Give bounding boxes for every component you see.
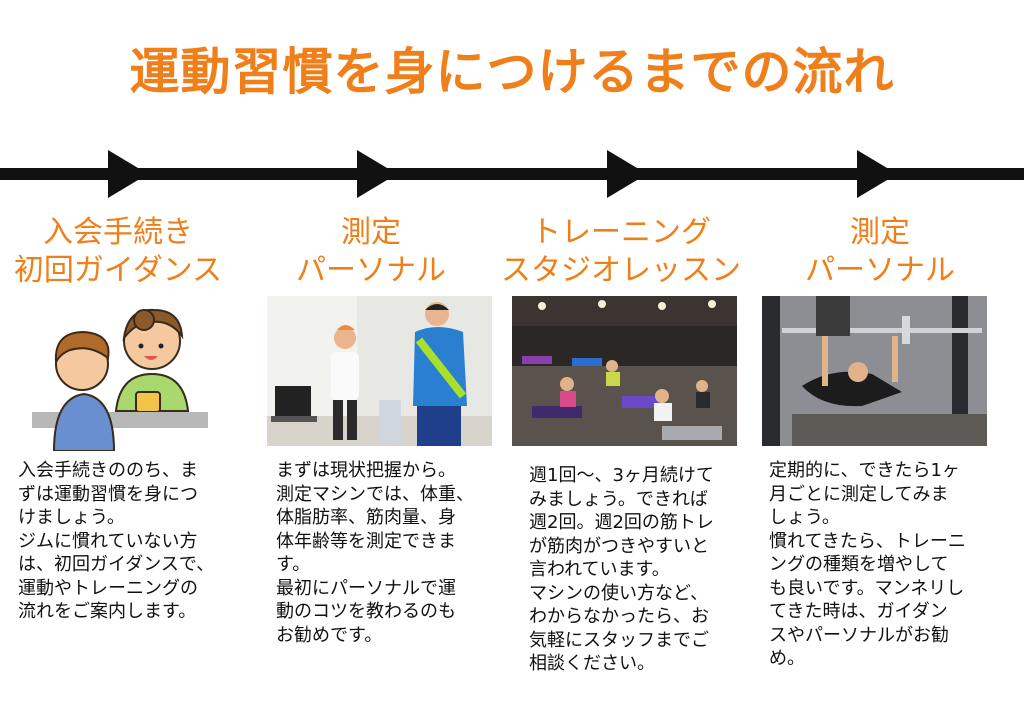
- step-title-3: トレーニング スタジオレッスン: [496, 214, 746, 290]
- step-description-4: 定期的に、できたら1ヶ 月ごとに測定してみま しょう。 慣れてきたら、トレーニ …: [769, 460, 966, 669]
- reception-illustration: [32, 308, 208, 451]
- studio-lesson-photo: [512, 296, 737, 446]
- arrow-head-2: [357, 150, 397, 198]
- step-title-4: 測定 パーソナル: [755, 214, 1005, 290]
- step-description-1: 入会手続きののち、ま ずは運動習慣を身につ けましょう。 ジムに慣れていない方 …: [18, 460, 215, 622]
- step-title-line2: スタジオレッスン: [501, 253, 741, 288]
- arrow-head-1: [108, 150, 148, 198]
- bench-press-photo: [762, 296, 987, 446]
- timeline-arrow: [0, 150, 1024, 198]
- step-title-line1: トレーニング: [531, 215, 711, 250]
- step-title-1: 入会手続き 初回ガイダンス: [0, 214, 243, 290]
- step-title-line2: パーソナル: [296, 253, 446, 288]
- step-description-3: 週1回〜、3ヶ月続けて みましょう。できれば 週2回。週2回の筋トレ が筋肉がつ…: [529, 465, 714, 674]
- arrow-head-3: [607, 150, 647, 198]
- arrow-head-4: [857, 150, 897, 198]
- page-title: 運動習慣を身につけるまでの流れ: [129, 43, 895, 101]
- step-title-line1: 測定: [341, 215, 401, 250]
- body-measurement-photo: [267, 296, 492, 446]
- step-description-2: まずは現状把握から。 測定マシンでは、体重、 体脂肪率、筋肉量、身 体年齢等を測…: [276, 460, 474, 646]
- step-title-line1: 測定: [850, 215, 910, 250]
- step-title-2: 測定 パーソナル: [246, 214, 496, 290]
- step-title-line2: 初回ガイダンス: [13, 253, 223, 288]
- step-title-line1: 入会手続き: [43, 215, 193, 250]
- step-title-line2: パーソナル: [805, 253, 955, 288]
